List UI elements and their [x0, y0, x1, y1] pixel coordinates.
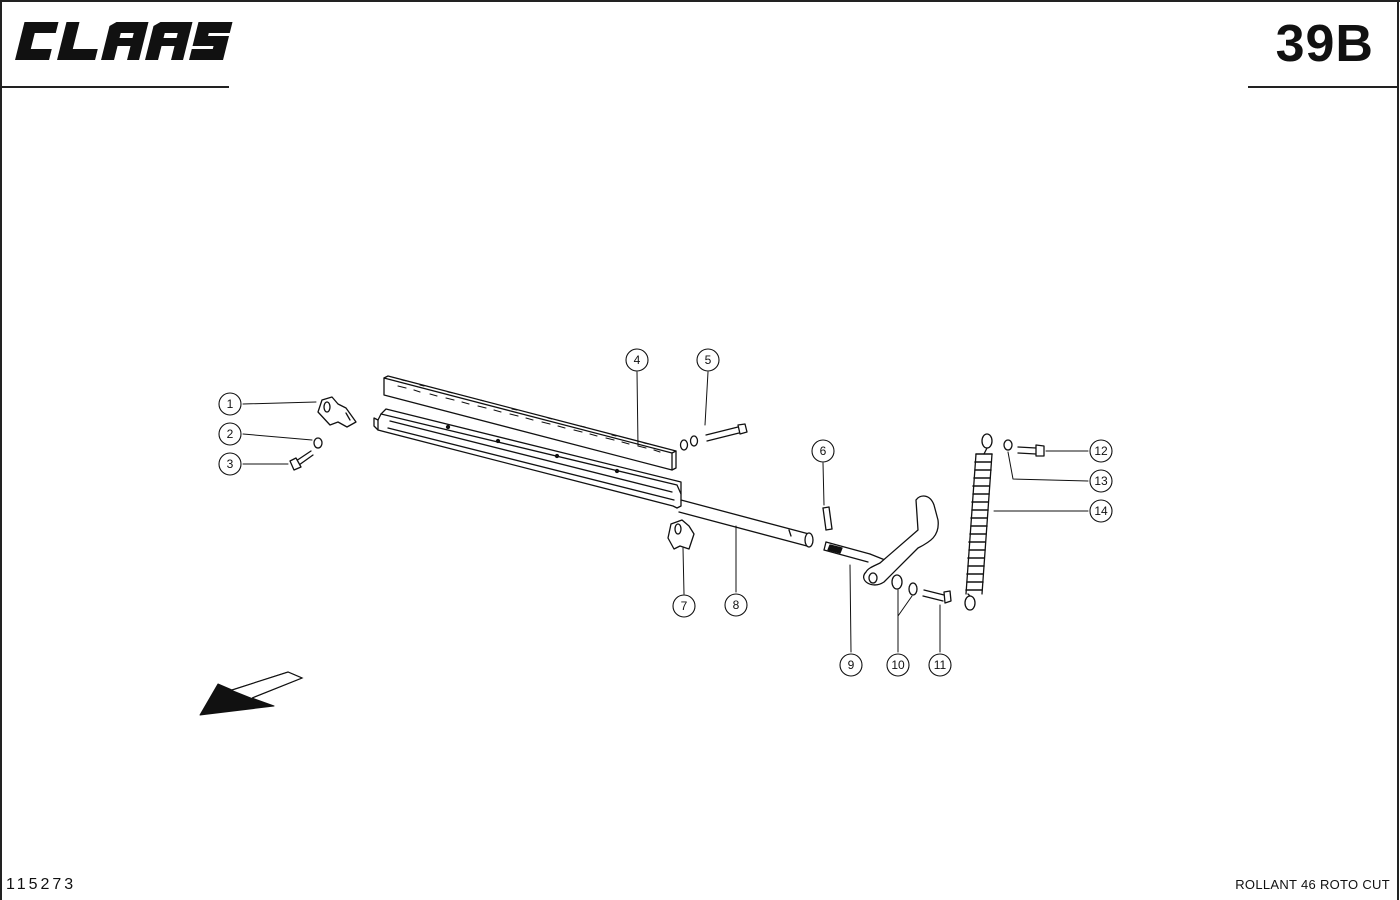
washer-part-right [891, 574, 918, 596]
lever-part [823, 495, 939, 586]
callout-12: 12 [1094, 444, 1108, 458]
direction-arrow-icon [199, 671, 304, 716]
header-rule-left [2, 86, 229, 88]
callout-8: 8 [733, 598, 740, 612]
shaft-part [678, 499, 814, 548]
frame-left [0, 0, 2, 900]
callout-10: 10 [891, 658, 905, 672]
bolt-part-right [922, 589, 952, 604]
page-number: 39B [1275, 15, 1374, 73]
brand-logo [12, 16, 234, 66]
bolt-part-spring [1017, 444, 1045, 457]
callout-circles [218, 348, 1113, 677]
callout-5: 5 [705, 353, 712, 367]
drawing-number: 115273 [6, 876, 77, 893]
washer-part-left [313, 437, 323, 449]
callout-13: 13 [1094, 474, 1108, 488]
cam-block-part-upper [317, 396, 357, 428]
tension-spring-part [964, 433, 993, 611]
cutting-rail-part [373, 408, 682, 509]
callout-labels: 1 2 3 4 5 6 7 8 9 10 11 12 13 14 [227, 353, 1108, 672]
roll-pin-part [822, 506, 833, 531]
perforated-strip-part [383, 375, 677, 471]
callout-7: 7 [681, 599, 688, 613]
bolt-part-left [289, 450, 314, 471]
callout-1: 1 [227, 397, 234, 411]
leader-lines [242, 371, 1089, 653]
frame-right [1397, 0, 1399, 900]
cam-block-part-lower [667, 519, 695, 550]
washer-part-spring [1003, 439, 1013, 451]
callout-14: 14 [1094, 504, 1108, 518]
bolt-part-upper [679, 423, 748, 451]
callout-9: 9 [848, 658, 855, 672]
callout-6: 6 [820, 444, 827, 458]
callout-4: 4 [634, 353, 641, 367]
callout-2: 2 [227, 427, 234, 441]
frame-top [0, 0, 1400, 2]
header-rule-right [1248, 86, 1397, 88]
callout-11: 11 [934, 658, 947, 672]
model-name: ROLLANT 46 ROTO CUT [1235, 877, 1390, 892]
callout-3: 3 [227, 457, 234, 471]
